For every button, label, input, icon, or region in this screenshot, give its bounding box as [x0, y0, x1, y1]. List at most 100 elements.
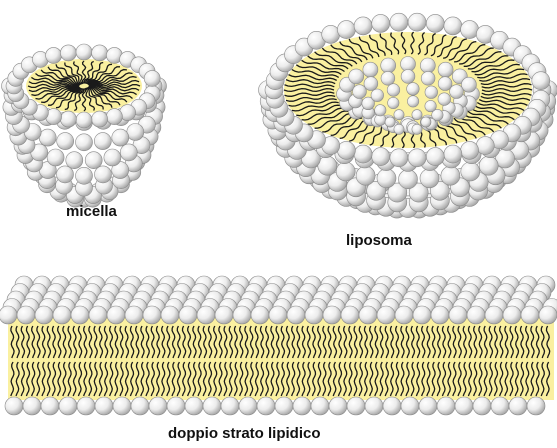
bilayer-top-head — [179, 306, 197, 324]
liposome-head — [399, 170, 418, 189]
micelle-rim-head — [76, 112, 92, 128]
liposome-label: liposoma — [346, 232, 412, 249]
bilayer-bottom-head — [401, 397, 419, 415]
bilayer-top-head — [539, 306, 557, 324]
micelle-rim-head — [106, 109, 122, 125]
liposome-inner-head — [371, 89, 384, 102]
bilayer-bottom-head — [167, 397, 185, 415]
bilayer-bottom-head — [383, 397, 401, 415]
liposome-inner-head — [407, 96, 418, 107]
bilayer-top-head — [233, 306, 251, 324]
bilayer-label: doppio strato lipidico — [168, 425, 321, 442]
bilayer-bottom-head — [41, 397, 59, 415]
bilayer-top-head — [107, 306, 125, 324]
micelle-head — [57, 166, 74, 183]
liposome-inner-head — [412, 124, 422, 134]
bilayer-bottom-head — [329, 397, 347, 415]
bilayer-bottom-head — [203, 397, 221, 415]
liposome-inner-head — [420, 58, 435, 73]
bilayer-top-head — [305, 306, 323, 324]
bilayer-bottom-head — [185, 397, 203, 415]
liposome-inner-head — [421, 71, 435, 85]
bilayer-top-head — [485, 306, 503, 324]
bilayer-top-head — [269, 306, 287, 324]
micelle-head — [66, 152, 83, 169]
bilayer-top-head — [449, 306, 467, 324]
liposome-rim-head — [372, 14, 390, 32]
micelle-head — [85, 152, 102, 169]
liposome-head — [479, 156, 498, 175]
bilayer-bottom-head — [311, 397, 329, 415]
bilayer-top-head — [413, 306, 431, 324]
micelle-head — [94, 133, 111, 150]
bilayer-bottom-head — [59, 397, 77, 415]
bilayer-top-head — [287, 306, 305, 324]
liposome-inner-head — [425, 86, 438, 99]
micelle-head — [57, 133, 74, 150]
bilayer-top-head — [125, 306, 143, 324]
liposome-inner-head — [438, 93, 451, 106]
bilayer-top-head — [17, 306, 35, 324]
bilayer-top-head — [323, 306, 341, 324]
bilayer-bottom-head — [275, 397, 293, 415]
micelle-head — [39, 129, 56, 146]
liposome-head — [461, 162, 480, 181]
liposome-inner-head — [388, 97, 399, 108]
bilayer-bottom-head — [131, 397, 149, 415]
bilayer-bottom-head — [149, 397, 167, 415]
bilayer-top-head — [431, 306, 449, 324]
liposome-rim-head — [390, 13, 408, 31]
liposome-rim-head — [372, 148, 390, 166]
liposome-rim-head — [532, 72, 550, 90]
bilayer-top-head — [467, 306, 485, 324]
liposome-rim-head — [461, 21, 479, 39]
bilayer-bottom-head — [257, 397, 275, 415]
liposome-head — [420, 169, 439, 188]
bilayer-top-head — [395, 306, 413, 324]
bilayer-bottom-head — [5, 397, 23, 415]
bilayer-bottom-head — [473, 397, 491, 415]
micelle-head — [76, 134, 93, 151]
bilayer-bottom-head — [365, 397, 383, 415]
bilayer-bottom-head — [347, 397, 365, 415]
bilayer-bottom-head — [455, 397, 473, 415]
micelle-head — [95, 166, 112, 183]
liposome-rim-head — [461, 141, 479, 159]
micelle-rim-head — [144, 70, 160, 86]
micelle-head — [104, 149, 121, 166]
bilayer-top-head — [35, 306, 53, 324]
liposome-inner-head — [375, 105, 386, 116]
micelle-head — [112, 129, 129, 146]
liposome-inner-head — [421, 117, 431, 127]
bilayer-top-head — [359, 306, 377, 324]
liposome-inner-head — [387, 84, 400, 97]
bilayer-top-head — [377, 306, 395, 324]
micelle-head — [120, 144, 137, 161]
bilayer-bottom-head — [23, 397, 41, 415]
bilayer-top-head — [89, 306, 107, 324]
bilayer-bottom-head — [293, 397, 311, 415]
micelle-rim-head — [76, 44, 92, 60]
liposome-head — [336, 162, 355, 181]
liposome-inner-head — [450, 85, 464, 99]
liposome-inner-head — [363, 62, 378, 77]
liposome-illustration — [259, 13, 557, 218]
micelle-rim-head — [60, 111, 76, 127]
bilayer-top-head — [161, 306, 179, 324]
liposome-rim-head — [408, 13, 426, 31]
liposome-rim-head — [444, 17, 462, 35]
micelle-rim-head — [92, 45, 108, 61]
micelle-rim-head — [46, 47, 62, 63]
bilayer-top-head — [341, 306, 359, 324]
liposome-rim-head — [426, 148, 444, 166]
liposome-rim-head — [354, 17, 372, 35]
bilayer-top-head — [521, 306, 539, 324]
liposome-rim-head — [337, 21, 355, 39]
liposome-rim-head — [426, 14, 444, 32]
liposome-rim-head — [354, 145, 372, 163]
bilayer-bottom-head — [509, 397, 527, 415]
micelle-illustration — [2, 44, 167, 207]
micelle-head — [47, 149, 64, 166]
liposome-inner-head — [394, 110, 404, 120]
